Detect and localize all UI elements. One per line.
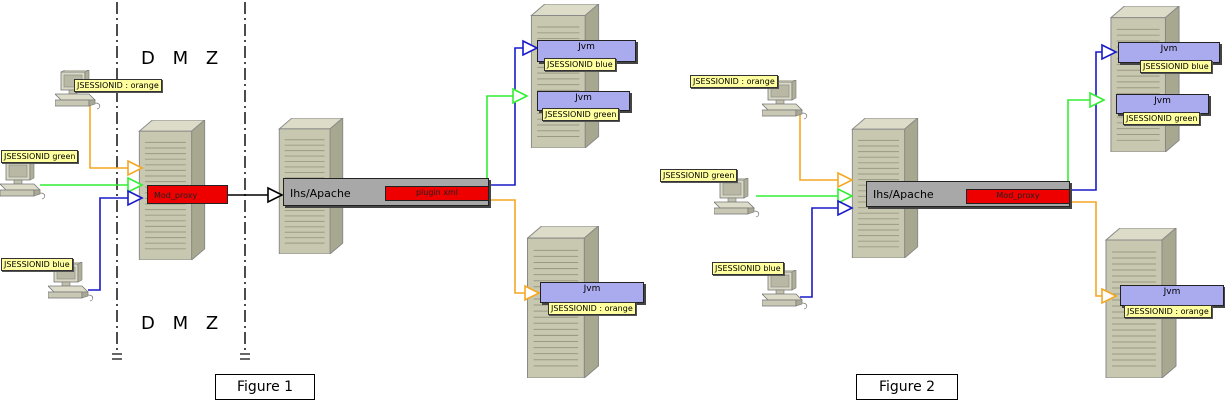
connector-line <box>799 110 838 181</box>
connector-line <box>800 207 838 298</box>
arrow-head-icon <box>1089 91 1106 109</box>
web-server-label: Ihs/Apache <box>290 187 351 200</box>
arrow-head-icon <box>837 199 854 217</box>
connector-line <box>1068 51 1102 191</box>
dmz-label-top: D M Z <box>141 48 225 69</box>
client-blue-session-tag: JSESSIONID blue <box>712 262 784 275</box>
tower-server-icon <box>530 4 600 148</box>
figure-caption: Figure 2 <box>856 374 958 400</box>
connector-line <box>1067 99 1096 194</box>
arrow-head-icon <box>524 284 541 302</box>
jvm-box-orange: Jvm <box>540 282 644 303</box>
client-orange-session-tag: JSESSIONID : orange <box>74 79 162 92</box>
connector-line <box>487 47 523 186</box>
plugin-xml-box: plugin xml <box>385 186 489 201</box>
arrow-head-icon <box>837 171 854 189</box>
jvm-label: Jvm <box>1154 96 1171 106</box>
connector-line <box>1068 201 1102 297</box>
client-orange-session-tag: JSESSIONID : orange <box>690 75 778 88</box>
connector-line <box>486 95 523 190</box>
jvm-label: Jvm <box>1160 44 1178 54</box>
arrow-head-icon <box>127 176 144 194</box>
jvm-label: Jvm <box>1163 287 1181 297</box>
desktop-computer-icon <box>0 160 46 200</box>
jvm-label: Jvm <box>578 42 595 52</box>
arrow-head-icon <box>127 159 144 177</box>
jvm-label: Jvm <box>575 93 592 103</box>
dmz-label-bottom: D M Z <box>141 313 225 334</box>
tower-server-icon <box>1110 6 1180 152</box>
connector-line <box>88 197 135 291</box>
desktop-computer-icon <box>714 178 760 218</box>
desktop-computer-icon <box>762 270 808 310</box>
client-blue-session-tag: JSESSIONID blue <box>1 258 73 271</box>
jvm-session-tag-orange: JSESSIONID : orange <box>548 302 636 315</box>
jvm-session-tag-blue: JSESSIONID blue <box>544 58 616 71</box>
arrow-head-icon <box>267 186 284 204</box>
figure-caption: Figure 1 <box>215 374 315 400</box>
arrow-head-icon <box>127 189 144 207</box>
arrow-head-icon <box>512 87 529 105</box>
arrow-head-icon <box>522 39 539 57</box>
client-green-session-tag: JSESSIONID green <box>1 150 79 163</box>
jvm-session-tag-green: JSESSIONID green <box>1123 112 1201 125</box>
arrow-head-icon <box>1101 43 1118 61</box>
connector-line <box>487 199 525 294</box>
mod-proxy-box: Mod_proxy <box>966 189 1070 204</box>
mod-proxy-box: Mod_proxy <box>147 185 228 204</box>
jvm-box-green: Jvm <box>1116 94 1209 114</box>
jvm-session-tag-blue: JSESSIONID blue <box>1140 60 1212 73</box>
client-green-session-tag: JSESSIONID green <box>660 169 738 182</box>
arrow-head-icon <box>1101 287 1118 305</box>
jvm-box-orange: Jvm <box>1120 285 1224 306</box>
web-server-label: Ihs/Apache <box>873 188 934 201</box>
connector-line <box>89 102 135 169</box>
arrow-head-icon <box>837 187 854 205</box>
jvm-label: Jvm <box>583 284 601 294</box>
jvm-session-tag-orange: JSESSIONID : orange <box>1124 305 1212 318</box>
jvm-session-tag-green: JSESSIONID green <box>542 108 620 121</box>
